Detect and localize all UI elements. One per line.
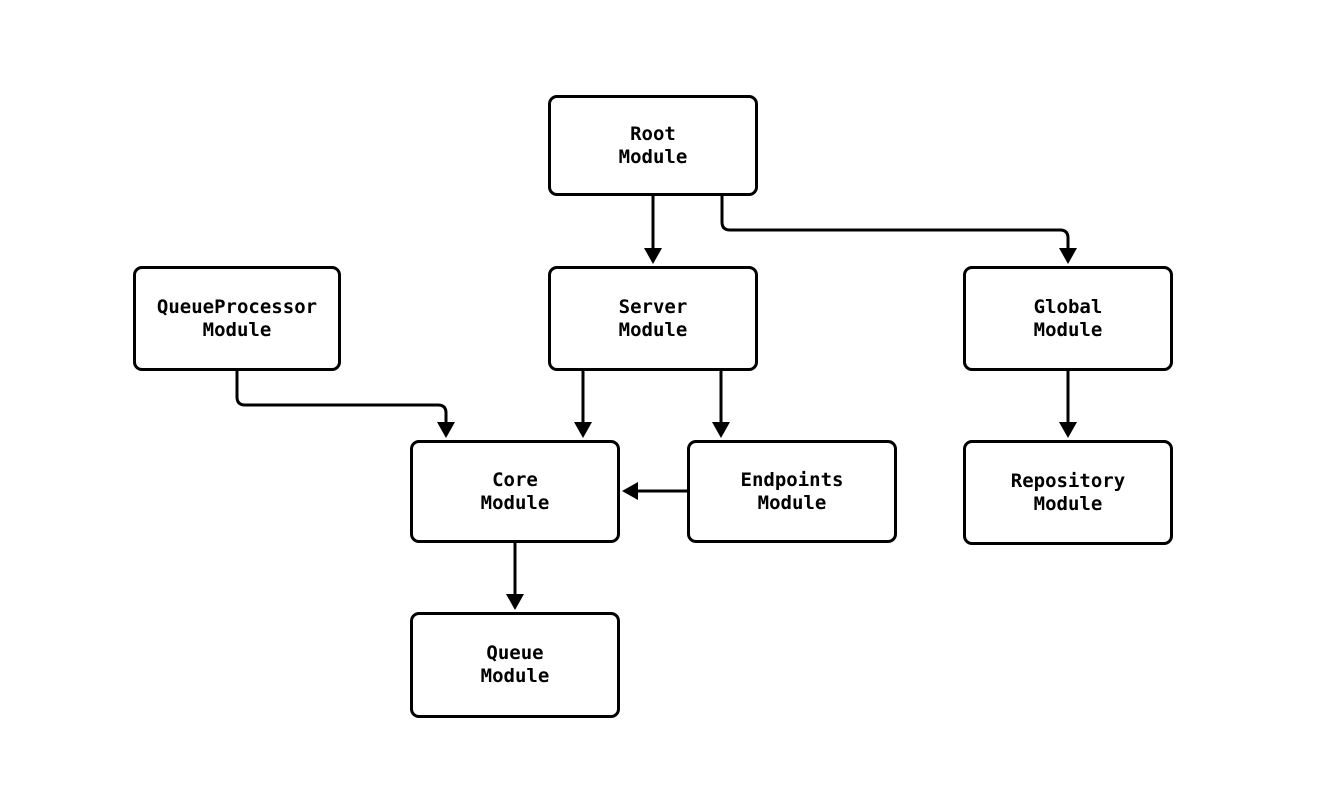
node-label-line1: Queue xyxy=(486,642,544,664)
node-label-line2: Module xyxy=(1033,492,1103,515)
node-label-line1: Repository xyxy=(1010,469,1126,492)
edge-root-to-global xyxy=(720,196,1077,264)
edge-server-to-core xyxy=(574,371,592,438)
node-label-line1: Core xyxy=(492,468,538,491)
edge-line xyxy=(235,371,448,430)
edge-arrowhead-icon xyxy=(712,422,730,438)
node-label-line2: Module xyxy=(480,665,550,687)
node-label-line1: Global xyxy=(1033,295,1103,318)
edge-arrowhead-icon xyxy=(1059,248,1077,264)
node-label-line2: Module xyxy=(202,318,272,341)
node-label-line2: Module xyxy=(1033,318,1103,341)
edge-endpoints-to-core xyxy=(622,482,687,500)
node-label-line1: QueueProcessor xyxy=(156,295,318,318)
edge-queueprocessor-to-core xyxy=(235,371,455,438)
node-label-line2: Module xyxy=(480,491,550,514)
edge-global-to-repository xyxy=(1059,371,1077,438)
edge-arrowhead-icon xyxy=(1059,422,1077,438)
node-label-line2: Module xyxy=(618,145,688,168)
node-label-line2: Module xyxy=(757,491,827,514)
edge-arrowhead-icon xyxy=(644,248,662,264)
edge-arrowhead-icon xyxy=(506,594,524,610)
edge-arrowhead-icon xyxy=(574,422,592,438)
node-label-line1: Server xyxy=(618,295,688,318)
edge-root-to-server xyxy=(644,196,662,264)
node-label-line1: Endpoints xyxy=(740,468,844,491)
edge-arrowhead-icon xyxy=(622,482,638,500)
edge-server-to-endpoints xyxy=(712,371,730,438)
edge-core-to-queue xyxy=(506,543,524,610)
edge-arrowhead-icon xyxy=(437,422,455,438)
node-label-line2: Module xyxy=(618,318,688,341)
edge-line xyxy=(720,196,1070,256)
node-label-line1: Root xyxy=(630,122,676,145)
